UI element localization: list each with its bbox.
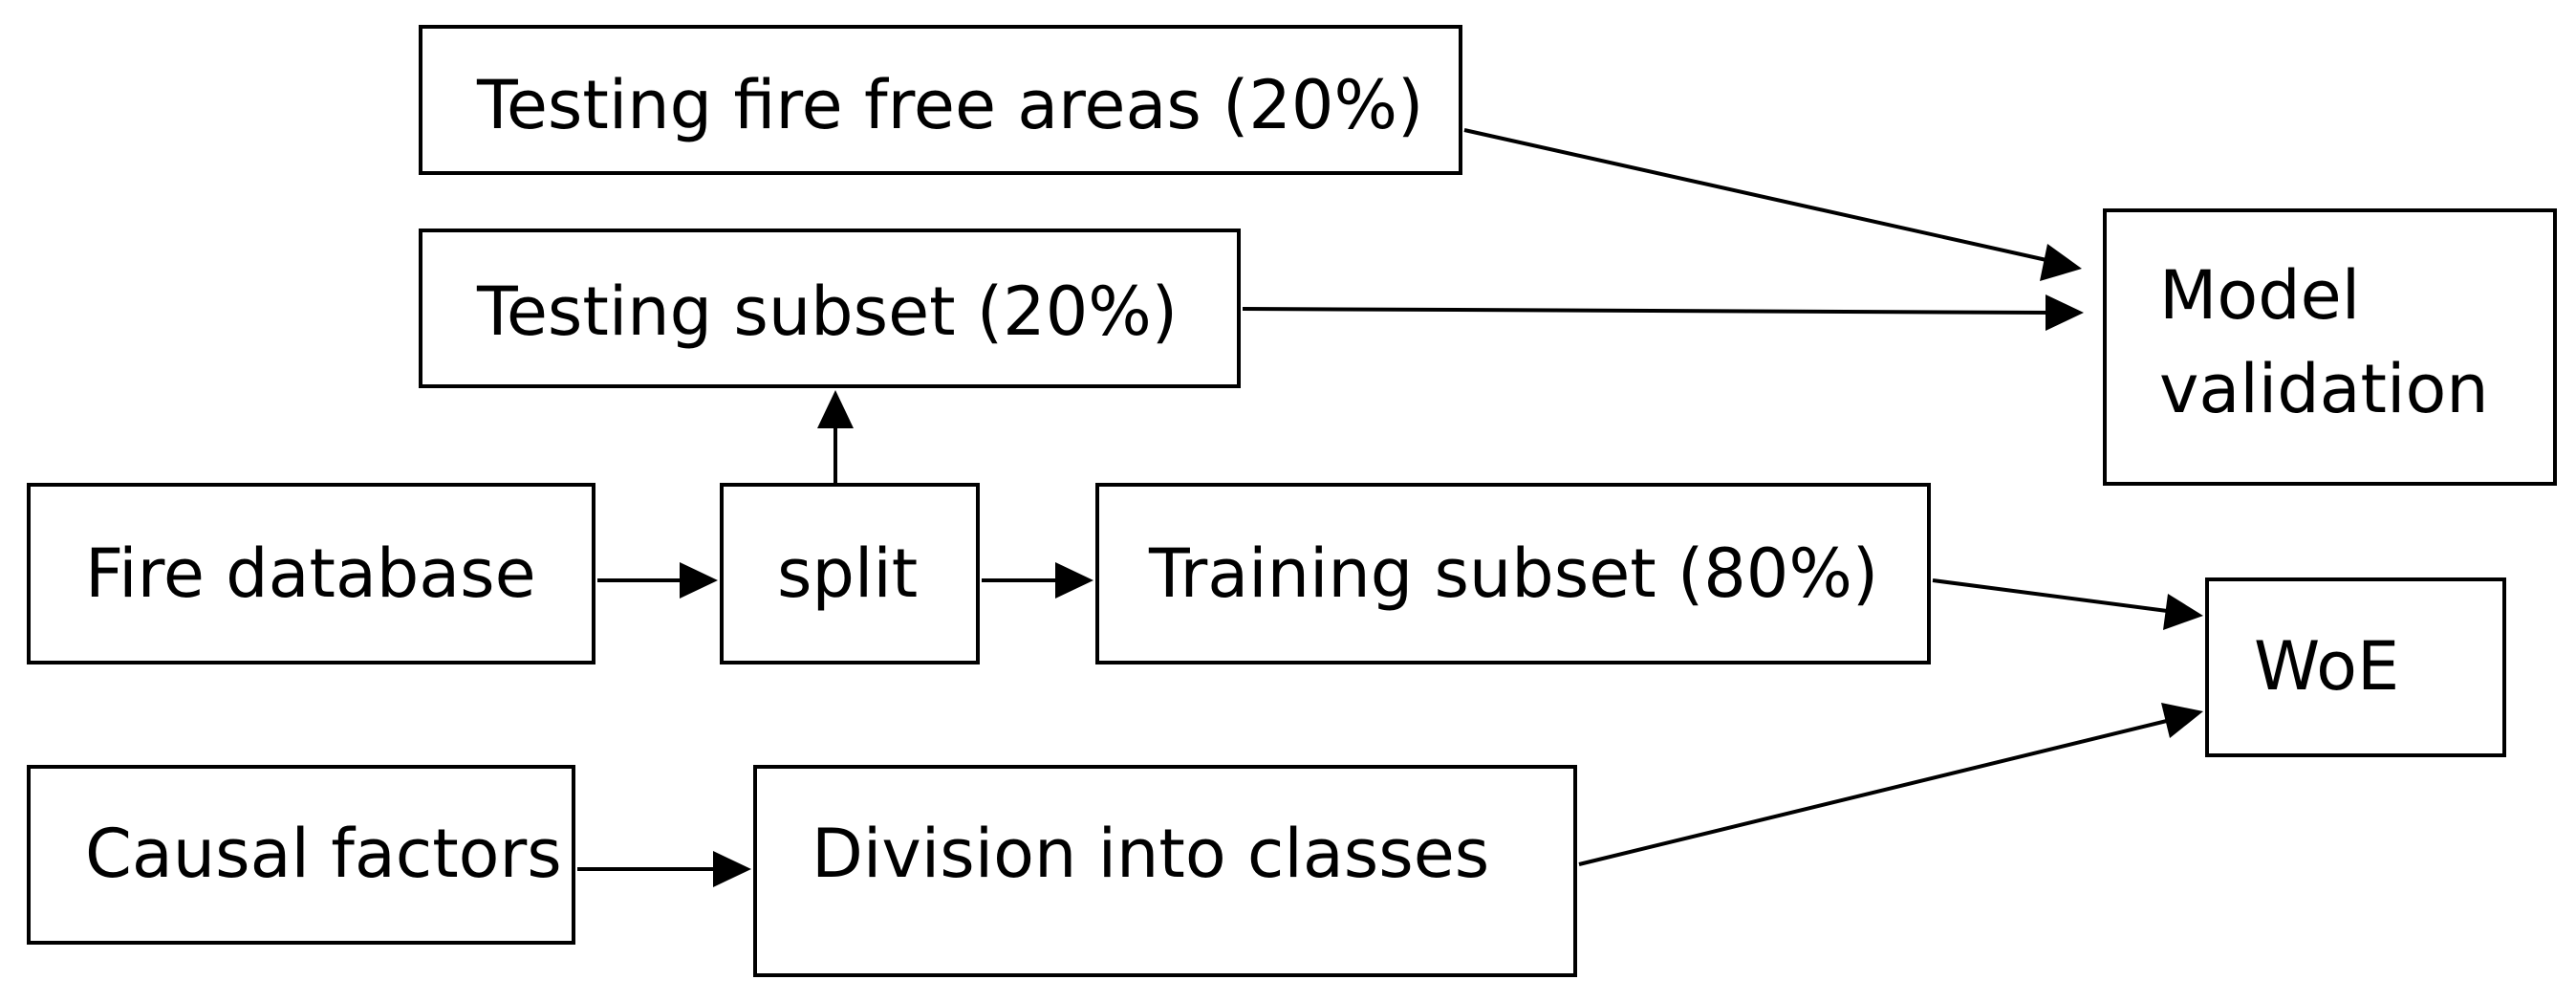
node-label: Testing fire free areas (20%) [477,66,1424,144]
node-fire-database: Fire database [27,483,595,664]
edge-split-to-testing-subset [817,390,854,483]
edge-division-classes-to-woe [1578,703,2203,866]
node-label: Testing subset (20%) [477,272,1179,351]
edge-causal-factors-to-division-classes [577,851,751,887]
node-causal-factors: Causal factors [27,765,575,945]
edge-fire-database-to-split [597,562,718,599]
node-label: Fire database [85,534,536,613]
node-woe: WoE [2205,577,2506,757]
node-division-into-classes: Division into classes [753,765,1577,977]
edge-testing-subset-to-model-validation [1242,294,2084,331]
node-label: WoE [2254,627,2400,706]
edge-training-subset-to-woe [1932,578,2203,630]
node-model-validation: Model validation [2103,208,2557,486]
node-label: Division into classes [812,815,1490,893]
node-label: split [777,534,919,613]
node-testing-subset: Testing subset (20%) [419,229,1241,388]
node-label: Training subset (80%) [1149,534,1879,613]
node-split: split [720,483,980,664]
edge-split-to-training-subset [982,562,1093,599]
node-label-group: Model validation [2159,249,2489,436]
node-testing-fire-free-areas: Testing fire free areas (20%) [419,25,1462,175]
node-label: Causal factors [85,815,562,893]
node-label-line2: validation [2159,350,2489,428]
node-label-line1: Model [2159,256,2361,335]
node-training-subset: Training subset (80%) [1095,483,1931,664]
edge-testing-fire-free-to-model-validation [1463,128,2082,281]
